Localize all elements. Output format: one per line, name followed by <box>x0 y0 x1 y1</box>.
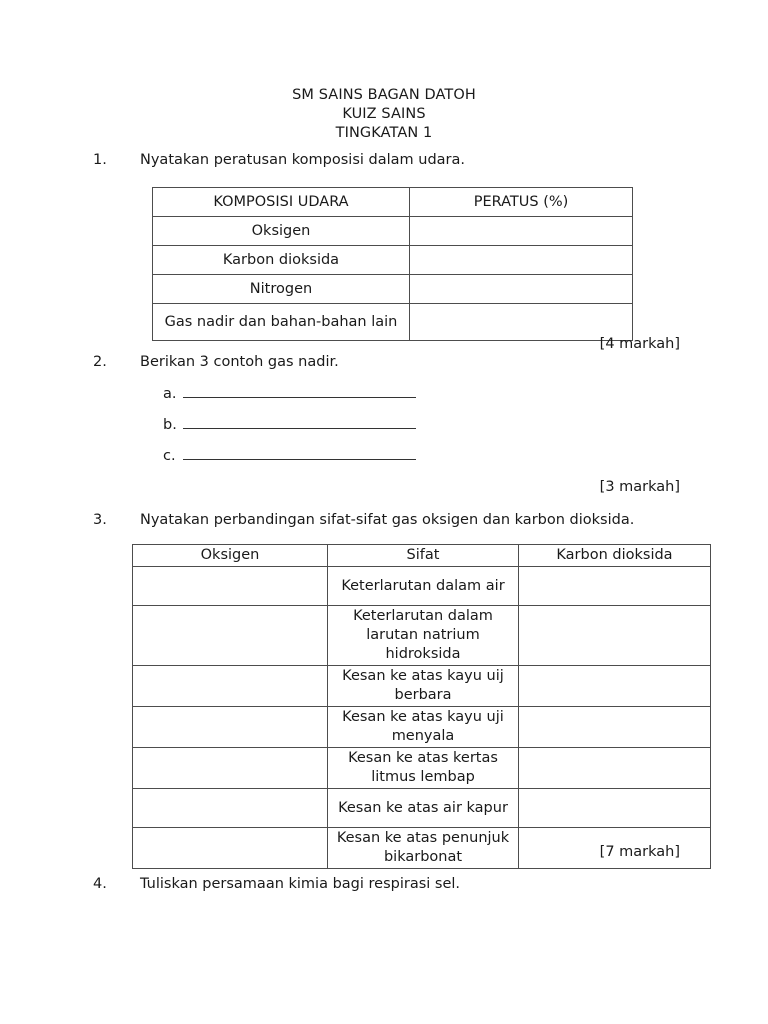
header-karbon-dioksida: Karbon dioksida <box>518 544 711 567</box>
answer-label-b: b. <box>163 417 177 433</box>
question-2-text: Berikan 3 contoh gas nadir. <box>140 354 339 370</box>
cell-karbon-dioksida-5[interactable] <box>518 747 711 789</box>
cell-sifat-3: Kesan ke atas kayu uij berbara <box>327 665 519 707</box>
cell-oksigen-2[interactable] <box>132 605 328 666</box>
header-oksigen: Oksigen <box>132 544 328 567</box>
cell-sifat-5: Kesan ke atas kertas litmus lembap <box>327 747 519 789</box>
cell-sifat-4: Kesan ke atas kayu uji menyala <box>327 706 519 748</box>
table-row-header: Oksigen Sifat Karbon dioksida <box>132 544 711 567</box>
cell-sifat-7: Kesan ke atas penunjuk bikarbonat <box>327 827 519 869</box>
question-1-number: 1. <box>93 152 107 168</box>
table-row: Kesan ke atas penunjuk bikarbonat <box>132 827 711 869</box>
question-3-number: 3. <box>93 512 107 528</box>
document-header: SM SAINS BAGAN DATOH KUIZ SAINS TINGKATA… <box>0 86 768 143</box>
table-row: Keterlarutan dalam air <box>132 566 711 606</box>
header-sifat: Sifat <box>327 544 519 567</box>
cell-oksigen-6[interactable] <box>132 788 328 828</box>
cell-karbon-dioksida-6[interactable] <box>518 788 711 828</box>
cell-oksigen-7[interactable] <box>132 827 328 869</box>
cell-peratus-gas-nadir[interactable] <box>409 303 633 341</box>
table-row: Kesan ke atas kertas litmus lembap <box>132 747 711 789</box>
table-sifat-gas: Oksigen Sifat Karbon dioksida Keterlarut… <box>132 544 711 869</box>
cell-peratus-nitrogen[interactable] <box>409 274 633 304</box>
cell-karbon-dioksida-4[interactable] <box>518 706 711 748</box>
cell-komposisi-oksigen: Oksigen <box>152 216 410 246</box>
cell-oksigen-3[interactable] <box>132 665 328 707</box>
cell-peratus-karbon-dioksida[interactable] <box>409 245 633 275</box>
cell-oksigen-1[interactable] <box>132 566 328 606</box>
cell-komposisi-nitrogen: Nitrogen <box>152 274 410 304</box>
table-row: Keterlarutan dalam larutan natrium hidro… <box>132 605 711 666</box>
document-title: KUIZ SAINS <box>342 106 426 122</box>
header-komposisi-udara: KOMPOSISI UDARA <box>152 187 410 217</box>
answer-blank-b[interactable] <box>183 415 416 429</box>
question-3: 3. Nyatakan perbandingan sifat-sifat gas… <box>93 510 634 530</box>
table-komposisi-udara: KOMPOSISI UDARA PERATUS (%) Oksigen Karb… <box>152 187 633 341</box>
header-peratus: PERATUS (%) <box>409 187 633 217</box>
cell-komposisi-karbon-dioksida: Karbon dioksida <box>152 245 410 275</box>
form-level: TINGKATAN 1 <box>335 125 433 141</box>
school-name: SM SAINS BAGAN DATOH <box>292 87 476 103</box>
question-1: 1. Nyatakan peratusan komposisi dalam ud… <box>93 150 465 170</box>
cell-sifat-6: Kesan ke atas air kapur <box>327 788 519 828</box>
answer-line-a: a. <box>163 384 416 404</box>
table-row: Kesan ke atas kayu uij berbara <box>132 665 711 707</box>
question-3-text: Nyatakan perbandingan sifat-sifat gas ok… <box>140 512 635 528</box>
answer-blank-a[interactable] <box>183 384 416 398</box>
answer-blank-c[interactable] <box>183 446 416 460</box>
answer-line-b: b. <box>163 415 416 435</box>
answer-label-c: c. <box>163 448 176 464</box>
question-1-text: Nyatakan peratusan komposisi dalam udara… <box>140 152 465 168</box>
cell-komposisi-gas-nadir: Gas nadir dan bahan-bahan lain <box>152 303 410 341</box>
cell-sifat-2: Keterlarutan dalam larutan natrium hidro… <box>327 605 519 666</box>
question-4-number: 4. <box>93 876 107 892</box>
answer-label-a: a. <box>163 386 177 402</box>
answer-line-c: c. <box>163 446 416 466</box>
marks-question-3: [7 markah] <box>599 844 680 860</box>
cell-karbon-dioksida-3[interactable] <box>518 665 711 707</box>
cell-karbon-dioksida-7[interactable] <box>518 827 711 869</box>
table-row: Nitrogen <box>152 274 633 304</box>
cell-oksigen-5[interactable] <box>132 747 328 789</box>
table-row: Oksigen <box>152 216 633 246</box>
table-row: Karbon dioksida <box>152 245 633 275</box>
table-row: Kesan ke atas air kapur <box>132 788 711 828</box>
cell-oksigen-4[interactable] <box>132 706 328 748</box>
table-row: Kesan ke atas kayu uji menyala <box>132 706 711 748</box>
question-2-number: 2. <box>93 354 107 370</box>
table-row: Gas nadir dan bahan-bahan lain <box>152 303 633 341</box>
marks-question-2: [3 markah] <box>599 479 680 495</box>
marks-question-1: [4 markah] <box>599 336 680 352</box>
cell-sifat-1: Keterlarutan dalam air <box>327 566 519 606</box>
cell-peratus-oksigen[interactable] <box>409 216 633 246</box>
cell-karbon-dioksida-2[interactable] <box>518 605 711 666</box>
question-4-text: Tuliskan persamaan kimia bagi respirasi … <box>140 876 461 892</box>
table-row-header: KOMPOSISI UDARA PERATUS (%) <box>152 187 633 217</box>
cell-karbon-dioksida-1[interactable] <box>518 566 711 606</box>
question-2: 2. Berikan 3 contoh gas nadir. <box>93 352 339 372</box>
question-4: 4. Tuliskan persamaan kimia bagi respira… <box>93 874 460 894</box>
